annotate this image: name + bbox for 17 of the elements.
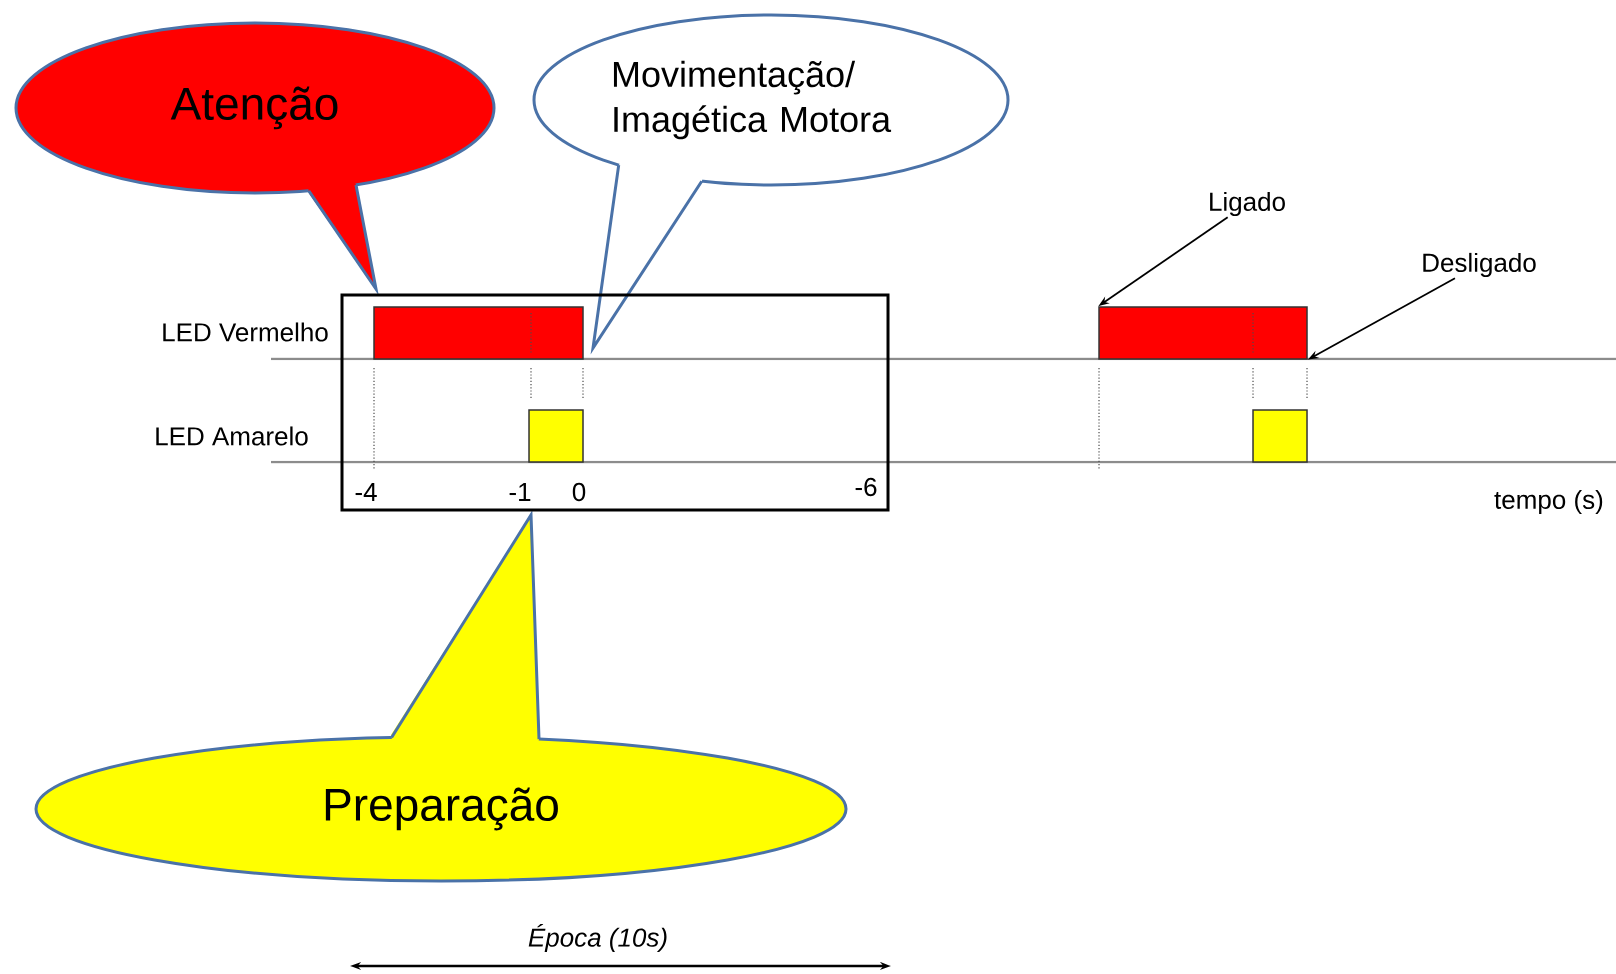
tick-label: -1 bbox=[509, 483, 531, 501]
signal-name: LED Amarelo bbox=[156, 426, 308, 446]
speech-bubble: Movimentação/ Imagética Motora bbox=[532, 13, 1010, 355]
pulse-bar bbox=[1098, 306, 1308, 360]
tick-label: -6 bbox=[855, 477, 877, 497]
pulse-bar bbox=[373, 306, 584, 360]
speech-bubble: Atenção bbox=[14, 21, 496, 296]
dimension-label: Época (10s) bbox=[528, 924, 667, 952]
speech-bubble: Preparação bbox=[34, 510, 848, 883]
frame-box bbox=[340, 293, 890, 512]
axis-label: tempo (s) bbox=[1494, 489, 1603, 515]
state-label: Desligado bbox=[1423, 252, 1536, 278]
signal-name: LED Vermelho bbox=[163, 322, 328, 342]
pulse-bar bbox=[528, 409, 584, 463]
pulse-bar bbox=[1252, 409, 1308, 463]
tick-label: 0 bbox=[572, 482, 586, 502]
state-label: Ligado bbox=[1210, 191, 1285, 217]
